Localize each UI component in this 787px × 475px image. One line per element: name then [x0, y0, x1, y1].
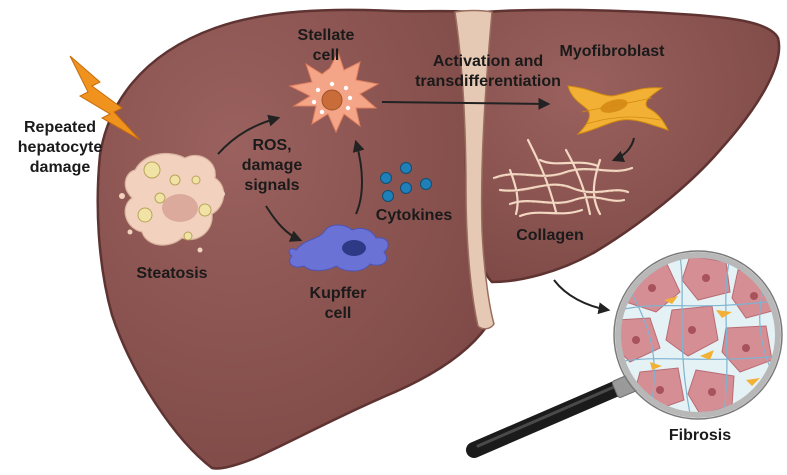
label-activation-2: transdifferentiation	[415, 73, 561, 90]
label-collagen: Collagen	[516, 227, 584, 244]
label-ros-1: ROS,	[252, 137, 291, 154]
kupffer-cell	[288, 224, 389, 272]
magnifying-glass-icon	[466, 372, 644, 458]
myofibroblast-cell	[567, 85, 669, 135]
arrow-steatosis-to-kupffer	[265, 205, 303, 242]
arrows	[217, 97, 635, 315]
falciform-ligament	[454, 9, 495, 330]
collagen-fibers-shadow	[493, 168, 633, 206]
collagen-fibers	[492, 138, 634, 218]
arrow-myofibroblast-to-collagen	[611, 137, 635, 163]
cytokines	[380, 162, 432, 202]
label-steatosis: Steatosis	[136, 265, 207, 282]
label-cytokines: Cytokines	[376, 207, 453, 224]
label-kupffer-2: cell	[325, 305, 352, 322]
label-ros-2: damage	[242, 157, 303, 174]
label-damage-3: damage	[30, 159, 91, 176]
arrow-to-fibrosis	[553, 279, 611, 315]
arrow-stellate-to-myofibroblast	[381, 97, 551, 110]
steatosis-cell	[119, 152, 225, 253]
label-ros-3: signals	[244, 177, 299, 194]
labels: Repeated hepatocyte damage Stellate cell…	[18, 27, 731, 444]
label-stellate-2: cell	[313, 47, 340, 64]
label-myofibroblast: Myofibroblast	[560, 43, 666, 60]
arrow-steatosis-to-stellate	[217, 114, 281, 155]
fibrosis-lens	[613, 250, 783, 420]
label-fibrosis: Fibrosis	[669, 427, 731, 444]
stellate-cell	[288, 50, 380, 134]
label-damage-2: hepatocyte	[18, 139, 103, 156]
lightning-bolt-icon	[69, 55, 141, 141]
arrow-kupffer-to-stellate	[352, 139, 365, 215]
label-damage-1: Repeated	[24, 119, 96, 136]
label-kupffer-1: Kupffer	[310, 285, 367, 302]
label-activation-1: Activation and	[433, 53, 543, 70]
label-stellate-1: Stellate	[298, 27, 355, 44]
